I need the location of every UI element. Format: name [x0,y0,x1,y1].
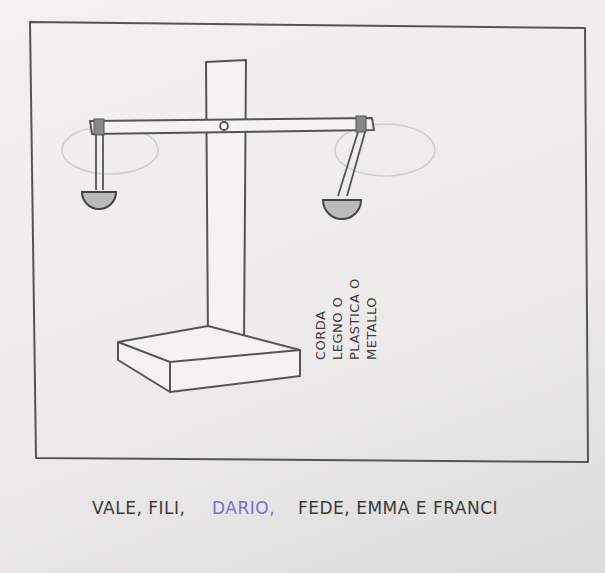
base [118,326,300,392]
author-names: FEDE, EMMA E FRANCI [298,498,498,518]
pivot [220,122,228,130]
joint [94,119,104,135]
beam [90,118,374,134]
string [96,134,103,190]
erased-mark [335,124,435,176]
base-edge [118,342,300,392]
author-names: DARIO, [212,498,275,518]
joint [356,116,366,132]
pan [323,200,361,219]
pan [82,192,116,209]
pole [206,60,246,342]
author-names: VALE, FILI, [92,498,185,518]
paper-border [30,22,588,462]
string [338,132,365,196]
material-note: CORDA LEGNO O PLASTICA O METALLO [312,264,380,360]
